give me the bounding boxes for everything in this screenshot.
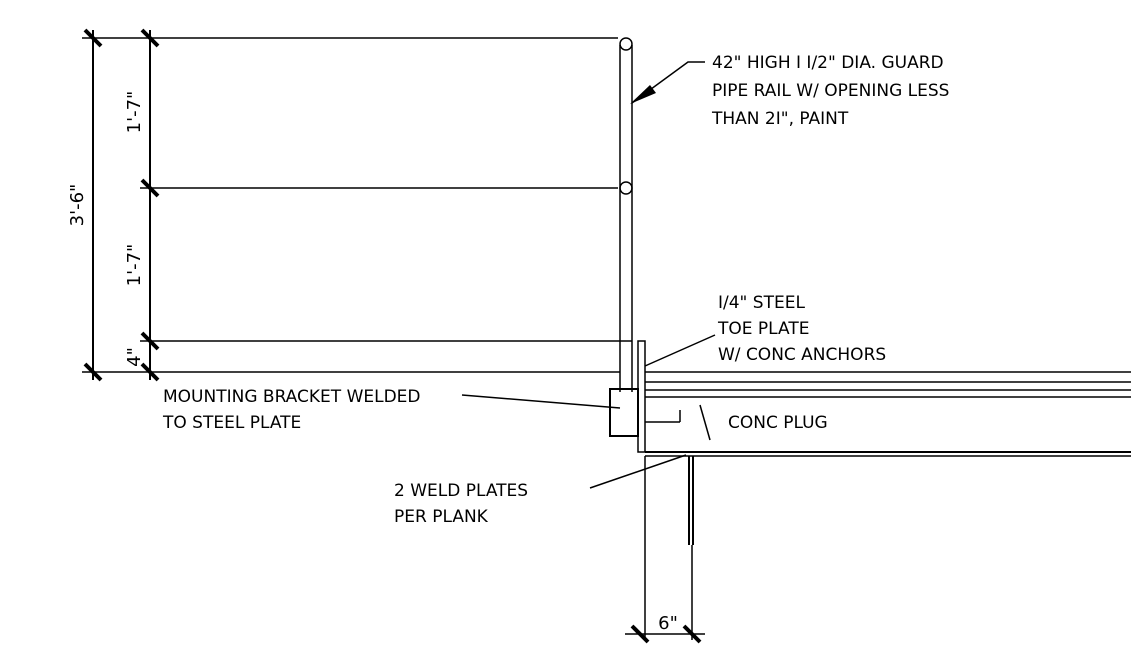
overall-height-label: 3'-6" <box>67 184 88 227</box>
toe-height-label: 4" <box>124 347 145 367</box>
mounting-bracket <box>609 388 639 437</box>
svg-text:THAN 2I", PAINT: THAN 2I", PAINT <box>711 109 849 129</box>
dimension-ticks <box>83 28 702 644</box>
mounting-bracket-leader <box>461 394 621 409</box>
guard-rail-note: 42" HIGH I I/2" DIA. GUARD PIPE RAIL W/ … <box>711 53 949 129</box>
svg-text:42" HIGH I I/2" DIA. GUARD: 42" HIGH I I/2" DIA. GUARD <box>712 53 944 73</box>
svg-text:2 WELD PLATES: 2 WELD PLATES <box>394 481 528 501</box>
toe-plate <box>637 340 646 453</box>
svg-text:W/ CONC ANCHORS: W/ CONC ANCHORS <box>718 345 886 365</box>
toe-plate-note: I/4" STEEL TOE PLATE W/ CONC ANCHORS <box>717 293 886 365</box>
plate-offset-label: 6" <box>658 613 678 634</box>
svg-text:MOUNTING BRACKET WELDED: MOUNTING BRACKET WELDED <box>163 387 421 407</box>
svg-text:I/4" STEEL: I/4" STEEL <box>718 293 805 313</box>
plate-offset-dimension <box>625 456 705 640</box>
svg-text:PER PLANK: PER PLANK <box>394 507 489 527</box>
mounting-bracket-note: MOUNTING BRACKET WELDED TO STEEL PLATE <box>162 387 421 433</box>
conc-plug-note: CONC PLUG <box>728 413 828 433</box>
weld-plates-note: 2 WELD PLATES PER PLANK <box>394 481 528 527</box>
middle-rail-spacing-label: 1'-7" <box>124 244 145 287</box>
svg-text:TOE PLATE: TOE PLATE <box>717 319 809 339</box>
guard-rail-post <box>619 37 633 392</box>
concrete-plank <box>645 371 1131 457</box>
upper-rail-spacing-label: 1'-7" <box>124 91 145 134</box>
svg-text:PIPE RAIL W/ OPENING LESS: PIPE RAIL W/ OPENING LESS <box>712 81 949 101</box>
guard-rail-leader <box>630 61 705 104</box>
toe-plate-leader <box>644 334 716 367</box>
weld-plate-anchor <box>688 456 694 545</box>
svg-text:TO STEEL PLATE: TO STEEL PLATE <box>162 413 301 433</box>
weld-plates-leader <box>589 454 687 489</box>
